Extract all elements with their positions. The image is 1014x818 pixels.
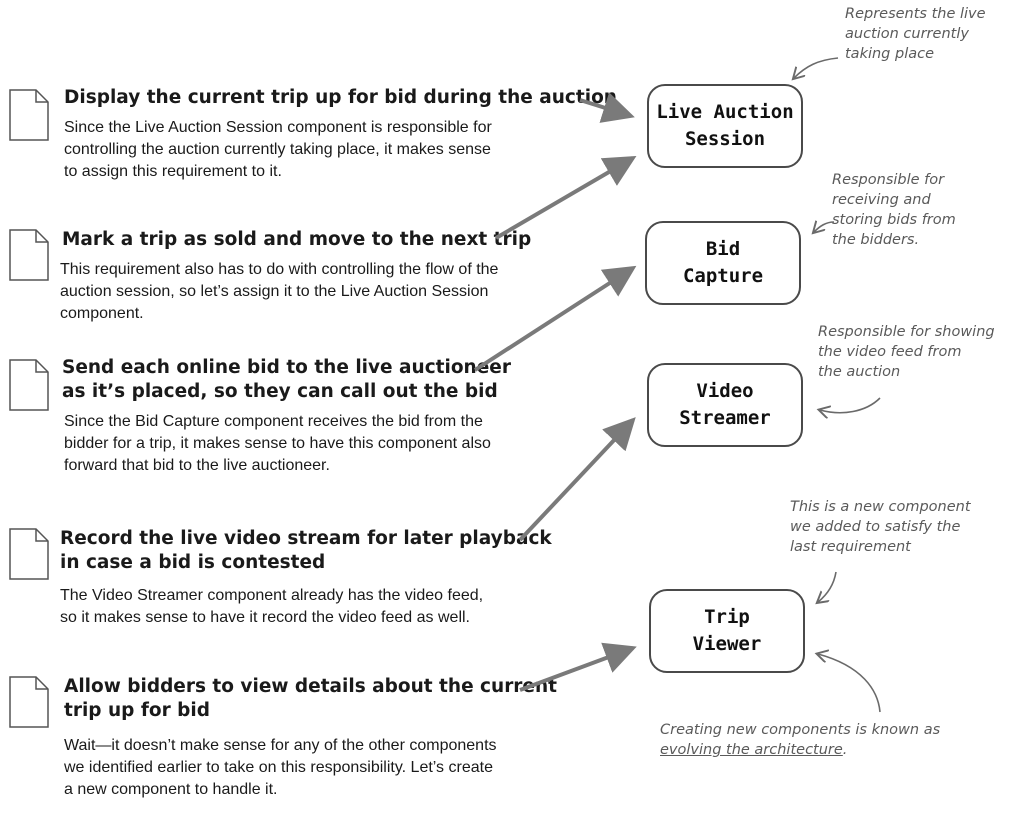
note-video-streamer: Responsible for showing the video feed f… xyxy=(818,324,995,380)
note-bid-capture: Responsible for receiving and storing bi… xyxy=(832,172,956,248)
requirement-description: Since the Live Auction Session component… xyxy=(64,119,492,180)
requirement-title: Record the live video stream for later p… xyxy=(60,528,552,573)
requirement-title: Mark a trip as sold and move to the next… xyxy=(62,229,532,250)
requirement-description: This requirement also has to do with con… xyxy=(60,261,499,322)
note-live-auction: Represents the live auction currently ta… xyxy=(845,6,986,62)
note-pointer-live-auction xyxy=(794,57,839,78)
component-label: Video Streamer xyxy=(679,380,771,429)
requirement-description: Wait—it doesn’t make sense for any of th… xyxy=(64,737,497,798)
component-bid-capture: Bid Capture xyxy=(645,221,801,305)
requirement-title: Allow bidders to view details about the … xyxy=(64,676,557,721)
note-evolving-architecture: Creating new components is known as evolv… xyxy=(660,720,940,760)
note-punctuation: . xyxy=(842,742,848,758)
requirement-title: Display the current trip up for bid duri… xyxy=(64,87,617,108)
arrow-req2-to-live-auction xyxy=(494,155,637,240)
arrow-req4-to-video-streamer xyxy=(518,417,636,542)
arrow-req3-to-bid-capture xyxy=(473,265,637,372)
requirement-description: The Video Streamer component already has… xyxy=(60,587,484,626)
component-label: Trip Viewer xyxy=(692,606,762,655)
note-text: Creating new components is known as xyxy=(660,722,941,738)
document-icon xyxy=(9,528,49,580)
note-trip-viewer: This is a new component we added to sati… xyxy=(790,499,971,555)
note-pointer-evolving xyxy=(818,654,881,713)
note-pointer-trip-viewer xyxy=(818,571,837,602)
component-label: Bid Capture xyxy=(682,238,764,287)
component-label: Live Auction Session xyxy=(656,101,794,150)
requirement-description: Since the Bid Capture component receives… xyxy=(64,413,491,474)
document-icon xyxy=(9,359,49,411)
document-icon xyxy=(9,229,49,281)
component-trip-viewer: Trip Viewer xyxy=(649,589,805,673)
requirement-title: Send each online bid to the live auction… xyxy=(62,357,511,402)
note-pointer-bid-capture xyxy=(814,222,835,232)
document-icon xyxy=(9,676,49,728)
document-icon xyxy=(9,89,49,141)
component-live-auction-session: Live Auction Session xyxy=(647,84,803,168)
component-video-streamer: Video Streamer xyxy=(647,363,803,447)
note-emphasis: evolving the architecture xyxy=(660,742,843,758)
note-pointer-video-streamer xyxy=(820,397,881,413)
